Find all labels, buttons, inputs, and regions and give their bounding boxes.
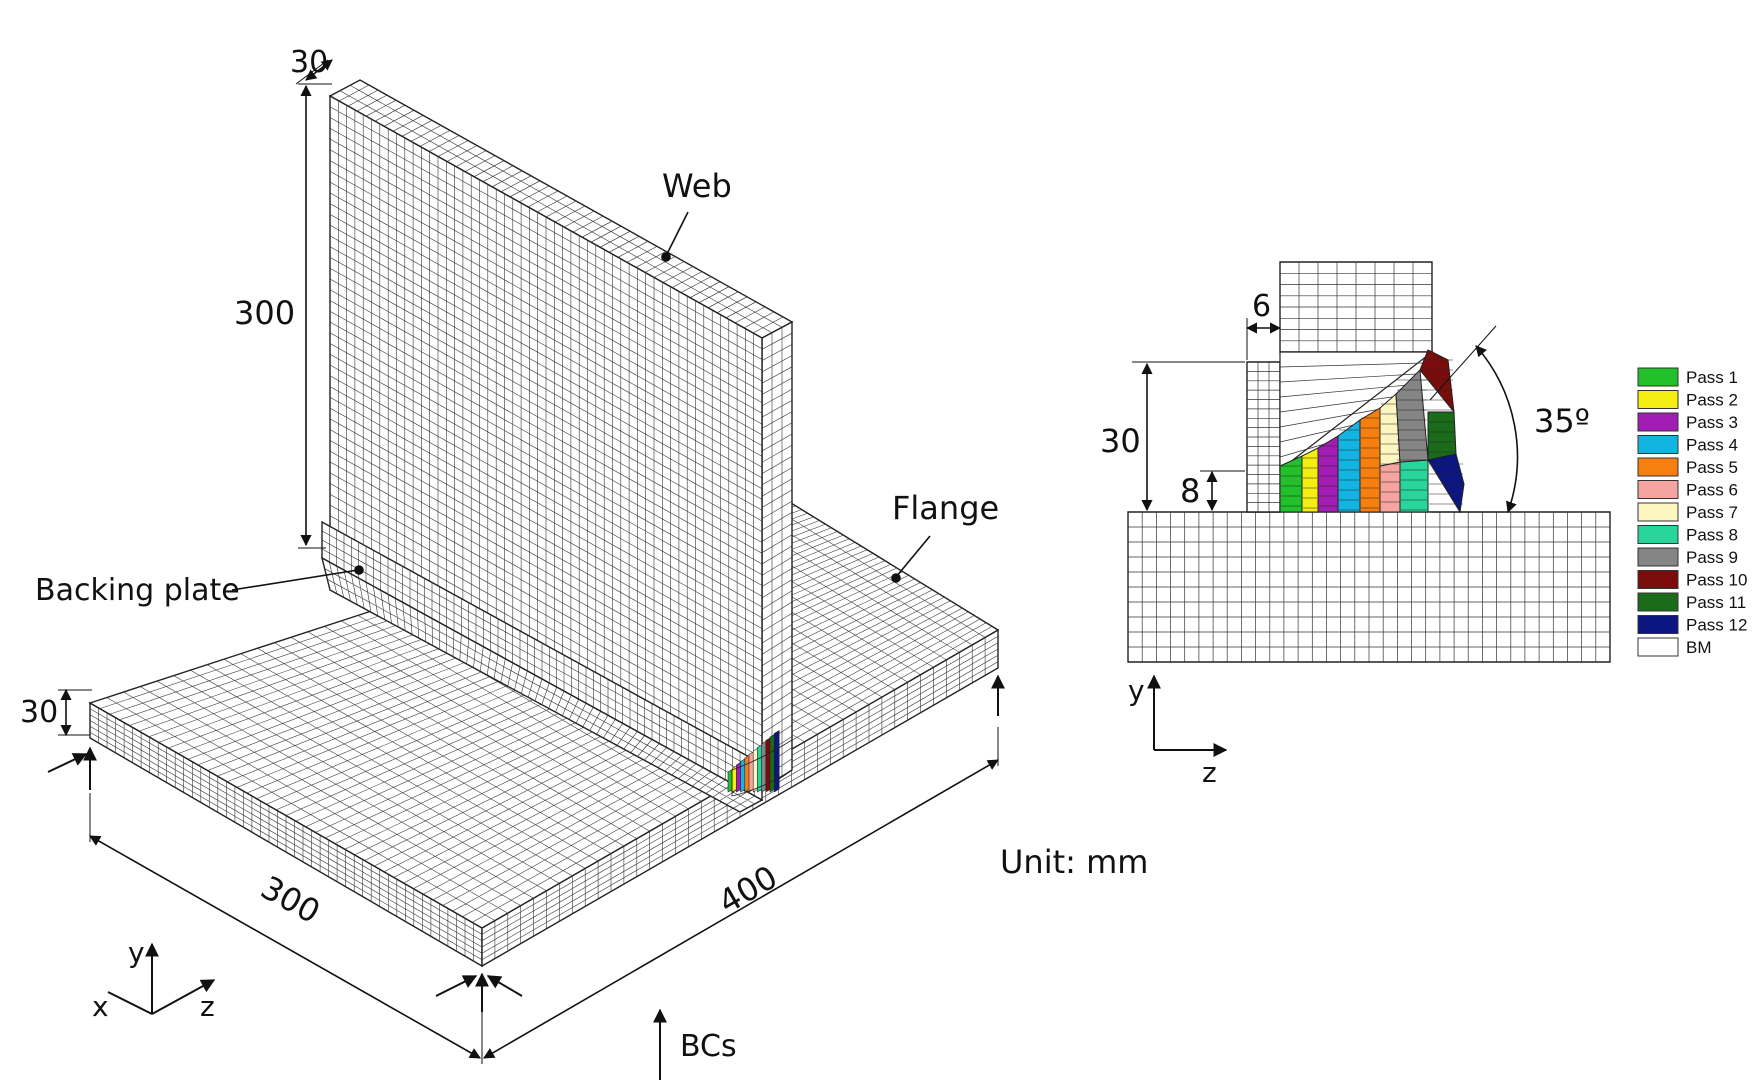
legend-label: Pass 7 [1686,503,1738,522]
legend-label: Pass 12 [1686,616,1747,635]
legend-label: BM [1686,638,1712,657]
root-gap-dim: 6 [1252,289,1271,324]
t-joint-3d-mesh [88,79,1000,968]
axis-3d-z: z [200,990,215,1023]
legend-swatch [1637,480,1679,499]
legend-label: Pass 3 [1686,413,1738,432]
axis-2d-y: y [1128,674,1145,707]
flange-label: Flange [892,489,999,527]
axis-3d-y: y [128,936,145,969]
legend-swatch [1637,502,1679,522]
weld-pass-legend: Pass 1 Pass 2 Pass 3 Pass 4 Pass 5 Pass 6 Pass… [1637,367,1747,657]
legend-swatch [1637,367,1679,387]
legend-swatch [1637,457,1679,477]
web-thickness-dim: 30 [290,45,328,80]
legend-label: Pass 10 [1686,571,1747,590]
axis-triad-2d [1147,674,1228,757]
weld-pass-8-section [1399,459,1429,513]
axis-triad-3d [107,942,216,1015]
weld-pass-12-section [1427,453,1465,514]
legend-swatch [1637,592,1679,612]
legend-swatch [1637,570,1679,589]
cross-section-mesh [1127,261,1611,663]
weld-pass-3-section [1317,435,1339,513]
legend-label: Pass 2 [1686,391,1738,410]
legend-label: Pass 9 [1686,548,1738,567]
web-mesh [320,79,794,813]
weld-pass-10-section [1419,349,1455,414]
bevel-angle-dim: 35º [1534,402,1590,440]
weld-pass-5-section [1359,407,1381,513]
legend-label: Pass 4 [1686,436,1738,455]
axis-2d-z: z [1202,756,1217,789]
weld-passes-2d [1279,349,1465,514]
legend-label: Pass 1 [1686,368,1738,387]
legend-swatch [1637,637,1679,657]
legend-swatch [1637,390,1679,409]
dimension-lines-3d [58,59,999,1064]
flange-width-dim: 300 [255,868,327,931]
backing-gap-dim: 8 [1180,472,1200,510]
legend-swatch [1637,412,1679,432]
weld-pass-9-section [1395,368,1429,463]
legend-label: Pass 5 [1686,458,1738,477]
legend-swatch [1637,435,1679,454]
weld-pass-4-section [1337,419,1361,513]
legend-label: Pass 11 [1686,593,1746,612]
cross-section-base-mesh [1127,261,1611,663]
legend-label: Pass 8 [1686,526,1738,545]
backing-height-dim: 30 [1100,422,1141,460]
unit-label: Unit: mm [1000,843,1148,881]
backing-plate-label: Backing plate [35,573,240,608]
legend-swatch [1637,615,1679,634]
weld-pass-11-section [1427,411,1457,461]
web-height-dim: 300 [234,294,295,332]
bcs-label: BCs [680,1029,737,1064]
boundary-condition-arrows [47,674,1005,1080]
flange-length-dim: 400 [712,858,784,921]
legend-label: Pass 6 [1686,481,1738,500]
axis-3d-x: x [92,990,109,1023]
dimension-lines-2d [1132,318,1519,514]
weld-pass-3d [773,729,780,793]
web-label: Web [662,167,732,205]
legend-swatch [1637,525,1679,544]
label-leaders [231,211,931,591]
weld-pass-1-section [1279,455,1303,513]
flange-thickness-dim: 30 [20,695,58,730]
legend-swatch [1637,547,1679,567]
weld-pass-2-section [1301,447,1319,513]
